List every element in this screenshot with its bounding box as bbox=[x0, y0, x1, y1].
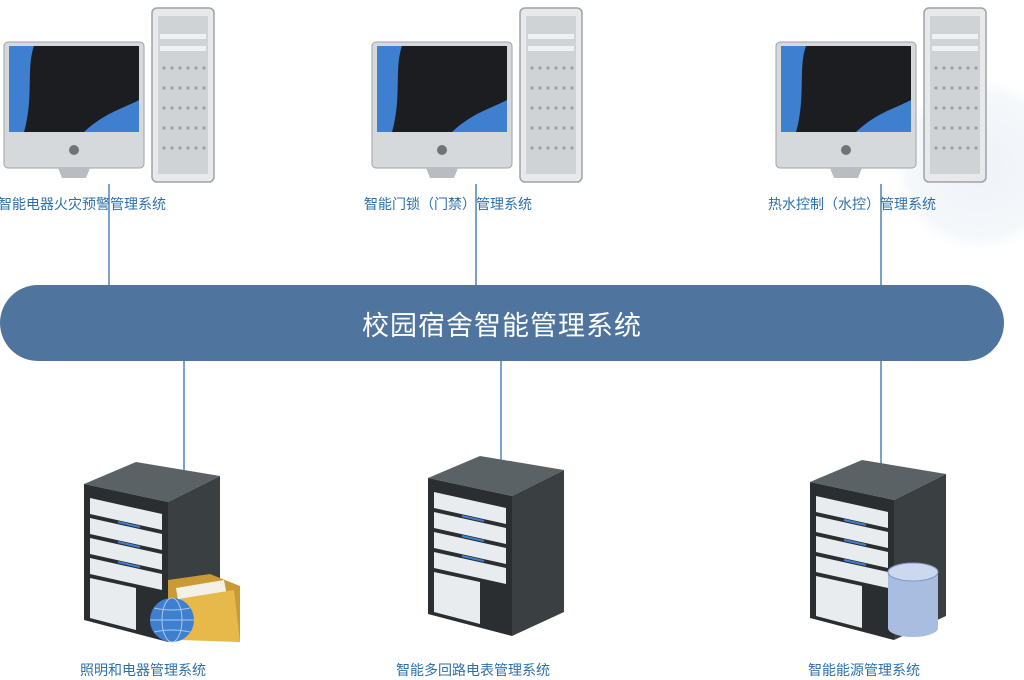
globe-icon bbox=[150, 597, 194, 643]
server-tower-icon bbox=[810, 460, 946, 640]
connector-line bbox=[475, 184, 477, 286]
workstation-label: 智能门锁（门禁）管理系统 bbox=[364, 197, 532, 213]
database-cylinder-icon bbox=[887, 562, 939, 637]
tower-case-icon bbox=[151, 7, 215, 183]
connector-line bbox=[500, 360, 502, 460]
connector-line bbox=[183, 360, 185, 470]
server-tower-icon bbox=[84, 462, 240, 643]
server-tower-icon bbox=[428, 456, 564, 636]
server-label: 照明和电器管理系统 bbox=[80, 663, 206, 679]
workstation-label: 智能电器火灾预警管理系统 bbox=[0, 197, 166, 213]
monitor-icon bbox=[3, 41, 145, 178]
connector-line bbox=[880, 360, 882, 498]
central-system-title: 校园宿舍智能管理系统 bbox=[362, 310, 642, 342]
tower-case-icon bbox=[519, 7, 583, 183]
central-system-bus: 校园宿舍智能管理系统 bbox=[0, 285, 1004, 361]
server-label: 智能多回路电表管理系统 bbox=[396, 663, 550, 679]
connector-line bbox=[880, 184, 882, 286]
connector-line bbox=[108, 184, 110, 286]
workstation-computer-icon bbox=[775, 7, 987, 183]
server-label: 智能能源管理系统 bbox=[808, 663, 920, 679]
workstation-label: 热水控制（水控）管理系统 bbox=[768, 197, 936, 213]
monitor-icon bbox=[775, 41, 917, 178]
tower-case-icon bbox=[923, 7, 987, 183]
monitor-icon bbox=[371, 41, 513, 178]
workstation-computer-icon bbox=[371, 7, 583, 183]
workstation-computer-icon bbox=[3, 7, 215, 183]
